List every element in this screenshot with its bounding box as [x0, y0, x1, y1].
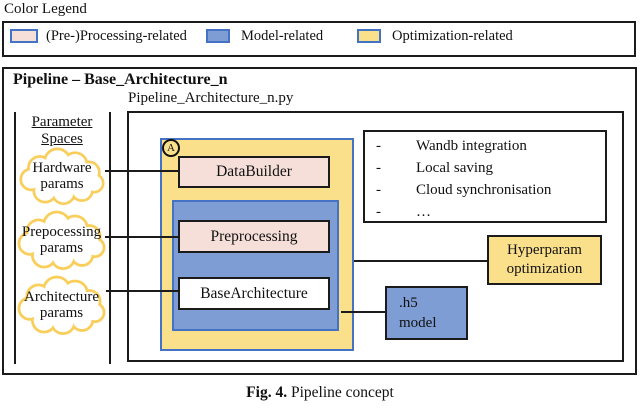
cloud-preprocessing-params: Prepocessing params	[10, 211, 113, 268]
parameter-spaces-line1: Parameter	[31, 114, 93, 130]
feature-ellipsis: …	[416, 204, 431, 220]
legend-label-model: Model-related	[241, 28, 324, 44]
feature-wandb: Wandb integration	[416, 138, 527, 154]
cloud-architecture-text: Architecture params	[10, 276, 113, 333]
list-item-dash: -	[376, 138, 381, 154]
figure-caption-text: Pipeline concept	[287, 384, 394, 401]
figure-number: Fig. 4.	[246, 384, 288, 401]
connector-preprocessing-params-to-preprocessing	[105, 236, 178, 238]
legend-box	[2, 21, 636, 57]
list-item-dash: -	[376, 182, 381, 198]
cloud-architecture-line1: Architecture	[24, 288, 99, 305]
feature-cloud-sync: Cloud synchronisation	[416, 182, 552, 198]
list-item: - …	[365, 201, 605, 223]
figure-caption: Fig. 4. Pipeline concept	[0, 384, 640, 402]
cloud-hardware-params: Hardware params	[16, 147, 108, 204]
connector-hardware-to-databuilder	[105, 170, 178, 172]
preprocessing-block: Preprocessing	[178, 220, 330, 253]
pipeline-title: Pipeline – Base_Architecture_n	[13, 71, 228, 88]
list-item: - Local saving	[365, 157, 605, 179]
cloud-architecture-line2: params	[39, 304, 84, 321]
list-item: - Cloud synchronisation	[365, 179, 605, 201]
marker-a-badge: A	[162, 139, 180, 157]
legend-swatch-processing	[10, 29, 38, 43]
list-item-dash: -	[376, 204, 381, 220]
parameter-spaces-line2: Spaces	[41, 131, 83, 147]
legend-title: Color Legend	[4, 1, 87, 17]
list-item: - Wandb integration	[365, 135, 605, 157]
parameter-lane-right-line	[109, 112, 111, 364]
parameter-lane-left-line	[14, 112, 16, 364]
cloud-hardware-line1: Hardware	[32, 159, 92, 176]
cloud-architecture-params: Architecture params	[10, 276, 113, 333]
hyperparam-line1: Hyperparam	[507, 242, 582, 258]
basearchitecture-block: BaseArchitecture	[178, 277, 330, 310]
legend-label-processing: (Pre-)Processing-related	[46, 28, 187, 44]
legend-label-optimization: Optimization-related	[392, 28, 513, 44]
cloud-preprocessing-line2: params	[39, 239, 84, 256]
legend-swatch-optimization	[357, 29, 381, 43]
h5-line2: model	[399, 315, 437, 331]
cloud-preprocessing-text: Prepocessing params	[10, 211, 113, 268]
connector-architecture-params-to-basearchitecture	[106, 290, 178, 292]
h5-line1: .h5	[399, 295, 418, 311]
list-item-dash: -	[376, 160, 381, 176]
cloud-hardware-text: Hardware params	[16, 147, 108, 204]
cloud-preprocessing-line1: Prepocessing	[21, 223, 102, 240]
pipeline-file-label: Pipeline_Architecture_n.py	[128, 90, 294, 106]
feature-local-saving: Local saving	[416, 160, 494, 176]
legend-swatch-model	[206, 29, 230, 43]
connector-to-hyperparam	[354, 260, 487, 262]
databuilder-block: DataBuilder	[178, 156, 330, 188]
hyperparam-line2: optimization	[506, 261, 583, 277]
hyperparam-optimization-block: Hyperparam optimization	[487, 235, 602, 285]
h5-model-block: .h5 model	[385, 286, 468, 340]
connector-to-h5-model	[341, 311, 385, 313]
features-list-box: - Wandb integration - Local saving - Clo…	[363, 130, 607, 223]
cloud-hardware-line2: params	[40, 175, 84, 192]
parameter-spaces-heading: Parameter Spaces	[14, 114, 110, 148]
